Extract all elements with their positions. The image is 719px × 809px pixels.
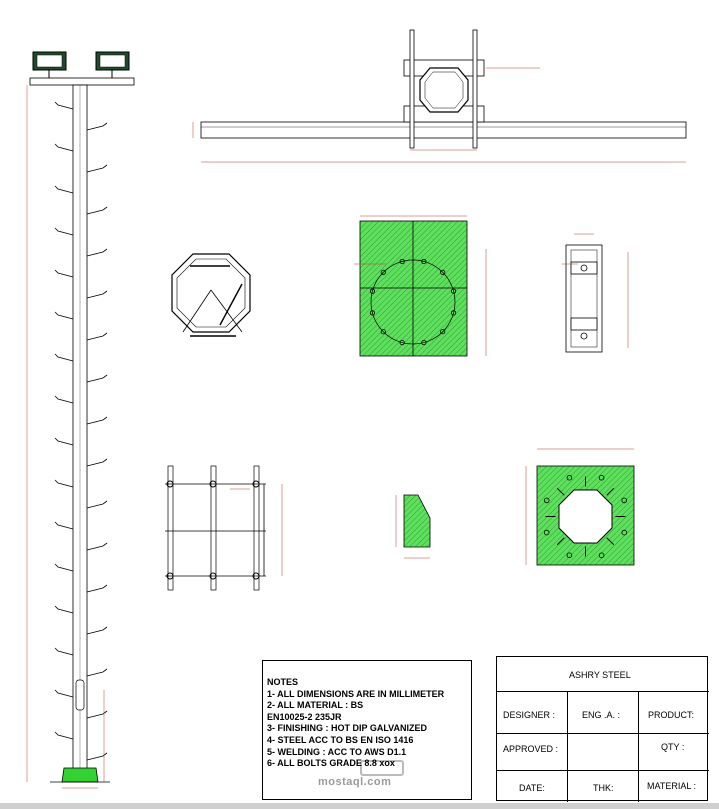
stiffener-slot <box>606 487 615 496</box>
company-name: ASHRY STEEL <box>569 670 631 680</box>
step-rung <box>54 311 74 320</box>
stiffener-slot <box>556 537 565 546</box>
bolt-hole <box>440 269 446 275</box>
step-rung <box>86 416 108 425</box>
note-line: EN10025-2 235JR <box>267 711 342 722</box>
date-label: DATE: <box>519 783 545 793</box>
step-rung <box>54 395 74 404</box>
note-line: 6- ALL BOLTS GRADE 8.8 xox <box>267 758 395 769</box>
bolt-hole <box>399 258 405 265</box>
product-label: PRODUCT: <box>648 710 695 720</box>
pole-base-plate <box>61 767 99 783</box>
step-rung <box>86 542 108 551</box>
watermark-logo <box>360 760 404 776</box>
step-rung <box>54 479 74 488</box>
eng-label: ENG .A. : <box>582 710 621 720</box>
bolt-hole <box>421 339 427 346</box>
step-rung <box>86 668 108 677</box>
stiffener-slot <box>556 487 565 496</box>
notes-box: NOTES 1- ALL DIMENSIONS ARE IN MILLIMETE… <box>262 660 472 800</box>
pole-elevation <box>26 51 135 789</box>
step-rung <box>54 269 74 278</box>
bolt-hole <box>421 258 427 265</box>
title-block: ASHRY STEEL DESIGNER : ENG .A. : PRODUCT… <box>496 656 709 802</box>
step-rung <box>54 101 74 110</box>
step-rung <box>54 353 74 362</box>
step-rung <box>86 752 108 761</box>
step-rung <box>86 332 108 341</box>
bolt-hole <box>369 288 376 294</box>
sheet-bottom-border <box>0 803 719 809</box>
bolt-holes <box>369 258 457 346</box>
step-rung <box>54 563 74 572</box>
step-rung <box>54 689 74 698</box>
designer-label: DESIGNER : <box>503 710 556 720</box>
bolt-hole <box>450 310 457 316</box>
bolt-hole <box>380 269 386 275</box>
bolt-hole <box>369 310 376 316</box>
step-rung <box>54 731 74 740</box>
bolt-hole <box>621 497 628 504</box>
anchor-cage-view <box>165 465 283 591</box>
bolt-hole <box>380 329 386 335</box>
threaded-rod <box>472 29 478 149</box>
step-rung <box>54 605 74 614</box>
note-line: 2- ALL MATERIAL : BS <box>267 700 364 711</box>
bolt-hole <box>440 329 446 335</box>
bolt-hole <box>399 339 405 346</box>
step-rung <box>54 143 74 152</box>
stiffener-view <box>395 494 431 559</box>
bolt-holes <box>543 474 628 559</box>
threaded-rod <box>409 29 415 149</box>
note-line: 5- WELDING : ACC TO AWS D1.1 <box>267 746 407 757</box>
bolt-hole <box>598 552 605 559</box>
step-rung <box>86 500 108 509</box>
access-door <box>75 679 85 711</box>
bolt-hole <box>450 288 457 294</box>
step-rung <box>86 164 108 173</box>
notes-title: NOTES <box>267 677 299 687</box>
step-rung <box>54 521 74 530</box>
cross-beam <box>200 121 687 139</box>
step-rung <box>86 290 108 299</box>
step-rung <box>86 206 108 215</box>
octagon-section <box>419 67 469 113</box>
thk-label: THK: <box>593 783 614 793</box>
note-line: 1- ALL DIMENSIONS ARE IN MILLIMETER <box>267 688 445 699</box>
flange-plate-view <box>525 448 635 566</box>
step-rung <box>86 248 108 257</box>
step-rung <box>86 122 108 131</box>
step-rung <box>54 647 74 656</box>
qty-label: QTY : <box>661 742 685 752</box>
step-rung <box>86 710 108 719</box>
stiffener-slot <box>606 537 615 546</box>
step-rung <box>54 227 74 236</box>
approved-label: APPROVED : <box>503 744 559 754</box>
step-rung <box>86 584 108 593</box>
bolt-hole <box>621 529 628 536</box>
climbing-steps <box>54 101 108 761</box>
note-line: 3- FINISHING : HOT DIP GALVANIZED <box>267 723 428 734</box>
bolt-hole <box>543 497 550 504</box>
pole-section-view <box>171 253 251 337</box>
bolt-hole <box>566 552 573 559</box>
clamp-side-view <box>562 233 629 353</box>
step-rung <box>86 374 108 383</box>
beam-clamp-view <box>192 29 687 163</box>
base-plate-view <box>354 215 487 357</box>
step-rung <box>54 185 74 194</box>
step-rung <box>86 626 108 635</box>
step-rung <box>54 437 74 446</box>
step-rung <box>86 458 108 467</box>
head-frame <box>29 77 135 86</box>
material-label: MATERIAL : <box>647 781 697 791</box>
bolt-hole <box>543 529 550 536</box>
bolt-hole <box>598 474 605 481</box>
note-line: 4- STEEL ACC TO BS EN ISO 1416 <box>267 734 414 745</box>
watermark: mostaql.com <box>318 776 392 788</box>
bolt-hole <box>566 474 573 481</box>
